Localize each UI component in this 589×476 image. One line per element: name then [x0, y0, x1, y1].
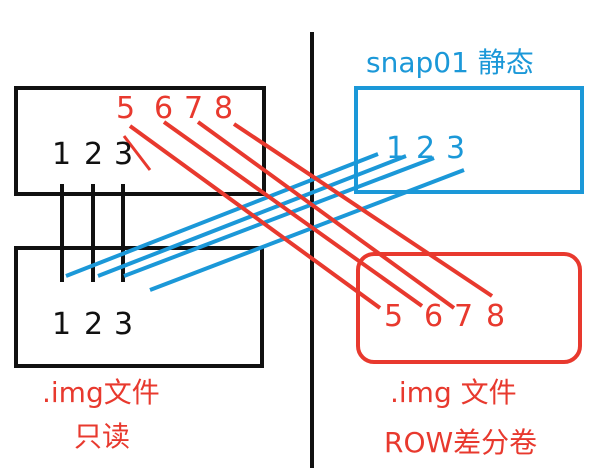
- blue-link-3: [123, 156, 435, 278]
- left-top-number-1: 1: [52, 137, 71, 172]
- right-bottom-number-8: 8: [486, 299, 505, 334]
- left-bottom-number-2: 2: [84, 307, 103, 342]
- right-bottom-number-7: 7: [454, 299, 473, 334]
- red-number-5-top: 5: [116, 91, 135, 126]
- row-diff-volume-label: ROW差分卷: [384, 426, 537, 459]
- left-bottom-number-1: 1: [52, 307, 71, 342]
- red-number-7-top: 7: [184, 91, 203, 126]
- left-file-label: .img文件: [42, 376, 160, 409]
- right-bottom-box: [356, 252, 582, 364]
- right-top-number-2: 2: [416, 131, 435, 166]
- left-bottom-number-3: 3: [114, 307, 133, 342]
- red-number-6-top: 6: [154, 91, 173, 126]
- red-strike-3: [122, 135, 152, 171]
- right-top-number-1: 1: [386, 131, 405, 166]
- right-bottom-number-5: 5: [384, 299, 403, 334]
- red-link-4: [232, 122, 494, 298]
- red-link-2: [162, 120, 424, 308]
- blue-link-1: [65, 152, 379, 278]
- left-top-number-2: 2: [84, 137, 103, 172]
- red-link-3: [196, 120, 456, 310]
- left-top-number-3: 3: [114, 137, 133, 172]
- right-file-label: .img 文件: [390, 376, 517, 409]
- red-number-8-top: 8: [214, 91, 233, 126]
- snapshot-title: snap01 静态: [366, 46, 534, 79]
- right-bottom-number-6: 6: [424, 299, 443, 334]
- right-top-box: [354, 86, 584, 194]
- blue-link-4: [149, 168, 465, 292]
- left-top-box: [14, 86, 266, 196]
- right-top-number-3: 3: [446, 131, 465, 166]
- red-link-1: [128, 124, 382, 310]
- left-readonly-label: 只读: [74, 420, 130, 453]
